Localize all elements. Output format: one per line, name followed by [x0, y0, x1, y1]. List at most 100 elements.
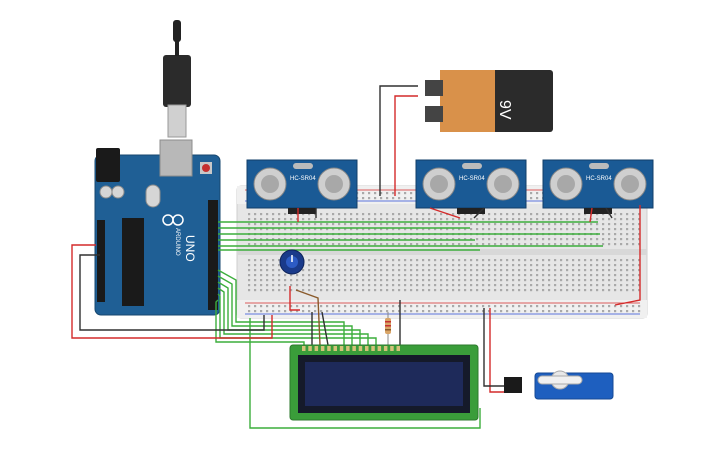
breadboard-hole — [512, 310, 515, 313]
breadboard-hole — [506, 284, 509, 287]
breadboard-hole — [404, 192, 407, 195]
breadboard-hole — [608, 264, 611, 267]
breadboard-hole — [314, 243, 317, 246]
breadboard-hole — [548, 228, 551, 231]
breadboard-hole — [476, 274, 479, 277]
breadboard-hole — [482, 264, 485, 267]
breadboard-hole — [560, 284, 563, 287]
breadboard-hole — [410, 192, 413, 195]
breadboard-hole — [326, 223, 329, 226]
breadboard-hole — [578, 264, 581, 267]
breadboard-hole — [332, 310, 335, 313]
breadboard-hole — [410, 284, 413, 287]
breadboard-hole — [398, 218, 401, 221]
breadboard-hole — [350, 218, 353, 221]
breadboard-hole — [302, 238, 305, 241]
breadboard-hole — [494, 284, 497, 287]
breadboard-hole — [608, 305, 611, 308]
breadboard-hole — [404, 274, 407, 277]
breadboard-hole — [536, 238, 539, 241]
breadboard-hole — [380, 197, 383, 200]
breadboard-hole — [344, 274, 347, 277]
breadboard-hole — [428, 243, 431, 246]
breadboard-hole — [374, 213, 377, 216]
wire-red-sensor-2 — [429, 207, 461, 219]
breadboard-hole — [566, 213, 569, 216]
breadboard-hole — [464, 223, 467, 226]
breadboard-hole — [452, 259, 455, 262]
breadboard-hole — [602, 218, 605, 221]
breadboard-hole — [374, 192, 377, 195]
breadboard-hole — [362, 218, 365, 221]
breadboard-hole — [482, 259, 485, 262]
breadboard-hole — [416, 289, 419, 292]
lcd-pin — [371, 346, 375, 351]
breadboard-hole — [476, 289, 479, 292]
breadboard-hole — [590, 228, 593, 231]
breadboard-hole — [386, 228, 389, 231]
breadboard-hole — [272, 259, 275, 262]
ultrasonic-sensor-1: HC-SR04 — [246, 159, 358, 214]
breadboard-hole — [278, 264, 281, 267]
breadboard-hole — [368, 310, 371, 313]
breadboard-hole — [410, 279, 413, 282]
breadboard-hole — [434, 223, 437, 226]
breadboard-hole — [380, 228, 383, 231]
breadboard-hole — [416, 310, 419, 313]
breadboard-hole — [404, 218, 407, 221]
breadboard-hole — [500, 269, 503, 272]
breadboard-hole — [272, 279, 275, 282]
breadboard-hole — [434, 213, 437, 216]
breadboard-hole — [350, 213, 353, 216]
breadboard-hole — [338, 269, 341, 272]
breadboard-hole — [632, 228, 635, 231]
breadboard-hole — [392, 228, 395, 231]
breadboard-hole — [572, 213, 575, 216]
breadboard-hole — [632, 274, 635, 277]
sensor-3-label: HC-SR04 — [586, 176, 612, 182]
breadboard-hole — [398, 310, 401, 313]
breadboard-hole — [260, 259, 263, 262]
breadboard-hole — [392, 274, 395, 277]
breadboard-hole — [614, 269, 617, 272]
breadboard-hole — [500, 310, 503, 313]
breadboard-hole — [506, 264, 509, 267]
breadboard-hole — [320, 223, 323, 226]
breadboard-hole — [344, 305, 347, 308]
breadboard-hole — [560, 223, 563, 226]
breadboard-hole — [272, 274, 275, 277]
breadboard-hole — [584, 274, 587, 277]
breadboard-hole — [278, 228, 281, 231]
breadboard-hole — [326, 310, 329, 313]
breadboard-hole — [512, 274, 515, 277]
breadboard-hole — [572, 284, 575, 287]
breadboard-hole — [488, 269, 491, 272]
breadboard-hole — [326, 243, 329, 246]
breadboard-hole — [278, 223, 281, 226]
breadboard-hole — [332, 218, 335, 221]
breadboard-hole — [614, 264, 617, 267]
breadboard-hole — [392, 279, 395, 282]
breadboard-hole — [458, 305, 461, 308]
breadboard-hole — [368, 259, 371, 262]
breadboard-hole — [482, 223, 485, 226]
breadboard-hole — [488, 243, 491, 246]
breadboard-hole — [404, 213, 407, 216]
breadboard-hole — [620, 228, 623, 231]
lcd-pin — [352, 346, 356, 351]
breadboard-hole — [632, 284, 635, 287]
breadboard-hole — [584, 228, 587, 231]
breadboard-hole — [512, 213, 515, 216]
breadboard-hole — [308, 289, 311, 292]
breadboard-hole — [356, 243, 359, 246]
breadboard-hole — [416, 284, 419, 287]
breadboard-hole — [452, 284, 455, 287]
ultrasonic-sensor-2: HC-SR04 — [415, 159, 527, 214]
breadboard-hole — [284, 218, 287, 221]
breadboard-hole — [332, 305, 335, 308]
breadboard-hole — [392, 310, 395, 313]
breadboard-hole — [638, 279, 641, 282]
breadboard-hole — [554, 269, 557, 272]
breadboard-hole — [404, 238, 407, 241]
breadboard-hole — [626, 305, 629, 308]
